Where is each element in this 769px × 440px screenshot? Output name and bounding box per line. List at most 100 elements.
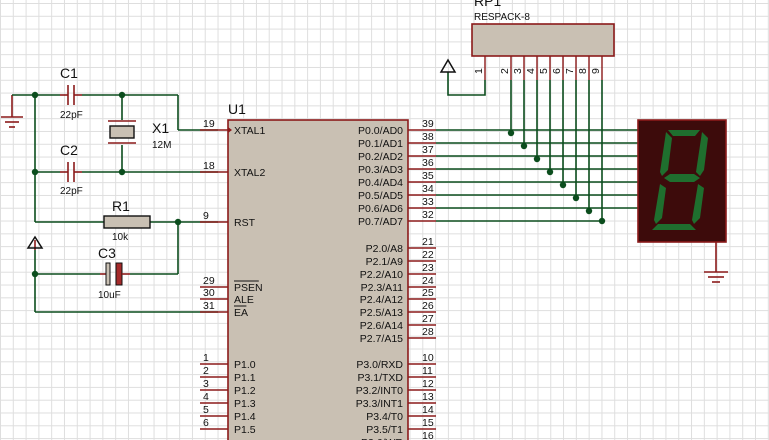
mcu-u1: U1 19XTAL118XTAL29RST29PSEN30ALE31EA1P1.… [200,101,436,440]
u1-pin-number: 27 [422,313,434,325]
u1-pin-name: P2.3/A11 [361,282,404,294]
rp1-pin-number: 7 [564,68,576,74]
u1-pin-name: P0.7/AD7 [358,216,403,228]
u1-pin-name: P3.6/WR [361,437,403,440]
junctions [31,91,593,278]
u1-pin-number: 33 [422,196,434,208]
u1-pin-name: P0.2/AD2 [358,151,403,163]
rp1-pin-number: 9 [590,68,602,74]
rp1-pin-number: 2 [499,68,511,74]
u1-pin-number: 31 [203,300,215,312]
u1-pin-name: P2.7/A15 [360,333,403,345]
u1-pin-number: 28 [422,326,434,338]
x1-value: 12M [152,140,171,151]
u1-pin-name: P0.5/AD5 [358,190,403,202]
u1-ref: U1 [228,101,246,117]
u1-pin-number: 12 [422,378,434,390]
c1-ref: C1 [60,65,78,81]
r1-ref: R1 [112,198,130,214]
u1-pin-number: 5 [203,404,209,416]
u1-pin-number: 23 [422,262,434,274]
u1-pin-name: EA [234,307,248,319]
wires-oscillator [12,94,218,313]
u1-pin-number: 25 [422,287,434,299]
port0-wires [436,80,638,225]
u1-pin-name: P3.3/INT1 [356,398,403,410]
u1-pin-name: P1.4 [234,411,256,423]
r1-value: 10k [112,232,129,243]
x1-ref: X1 [152,120,169,136]
u1-pin-number: 29 [203,275,215,287]
u1-pin-name: P3.1/TXD [357,372,403,384]
u1-pin-name: P0.1/AD1 [358,138,403,150]
rp1-value: RESPACK-8 [474,12,530,23]
u1-pin-name: P2.0/A8 [366,243,404,255]
u1-left-pins: 19XTAL118XTAL29RST29PSEN30ALE31EA1P1.02P… [200,118,265,436]
seven-segment-display [637,119,728,283]
rp1-pin-number: 8 [577,68,589,74]
crystal-x1: X1 12M [108,120,171,151]
u1-pin-name: P2.4/A12 [360,294,403,306]
resistor-r1: R1 10k [103,198,151,243]
c2-ref: C2 [60,142,78,158]
u1-pin-name: XTAL2 [234,167,265,179]
u1-pin-name: P3.4/T0 [366,411,403,423]
rp1-pin-number: 1 [473,68,485,74]
rp1-pin-number: 3 [512,68,524,74]
rp1-pin-number: 4 [525,68,537,74]
u1-pin-number: 34 [422,183,434,195]
c3-value: 10uF [98,290,121,301]
u1-pin-name: PSEN [234,282,263,294]
capacitor-c2: C2 22pF [60,142,83,197]
u1-pin-name: P0.6/AD6 [358,203,403,215]
u1-pin-name: P0.3/AD3 [358,164,403,176]
u1-pin-name: P3.5/T1 [366,424,403,436]
c2-value: 22pF [60,186,83,197]
rp1-ref: RP1 [474,0,501,9]
u1-pin-name: P0.4/AD4 [358,177,403,189]
u1-pin-number: 37 [422,144,434,156]
u1-pin-number: 3 [203,378,209,390]
u1-pin-number: 39 [422,118,434,130]
u1-pin-number: 36 [422,157,434,169]
u1-pin-name: P3.0/RXD [356,359,403,371]
display-digit-8 [652,130,708,230]
u1-pin-name: XTAL1 [234,125,265,137]
u1-pin-number: 21 [422,236,434,248]
u1-pin-number: 11 [422,365,433,377]
u1-pin-number: 2 [203,365,209,377]
u1-pin-name: P1.1 [234,372,256,384]
u1-pin-name: P3.2/INT0 [356,385,403,397]
rp1-pin-number: 6 [551,68,563,74]
capacitor-c1: C1 22pF [60,65,83,121]
u1-pin-number: 24 [422,275,434,287]
c3-ref: C3 [98,245,116,261]
u1-pin-name: P2.2/A10 [360,269,403,281]
u1-pin-number: 26 [422,300,434,312]
u1-pin-name: P0.0/AD0 [358,125,403,137]
clock-marker [228,127,232,133]
u1-pin-number: 30 [203,287,215,299]
u1-pin-number: 35 [422,170,434,182]
u1-pin-number: 19 [203,118,215,130]
u1-pin-number: 14 [422,404,434,416]
u1-pin-name: P1.5 [234,424,256,436]
u1-pin-number: 18 [203,160,215,172]
u1-pin-number: 4 [203,391,209,403]
u1-pin-name: P2.1/A9 [366,256,404,268]
u1-pin-name: P2.6/A14 [360,320,403,332]
ground-left [1,95,23,128]
junction [598,217,606,225]
u1-pin-number: 15 [422,417,434,429]
u1-pin-number: 22 [422,249,434,261]
u1-pin-name: ALE [234,294,254,306]
u1-pin-name: P1.3 [234,398,256,410]
power-arrow-left [26,235,44,250]
c1-value: 22pF [60,110,83,121]
u1-pin-number: 32 [422,209,434,221]
u1-pin-number: 16 [422,430,434,440]
